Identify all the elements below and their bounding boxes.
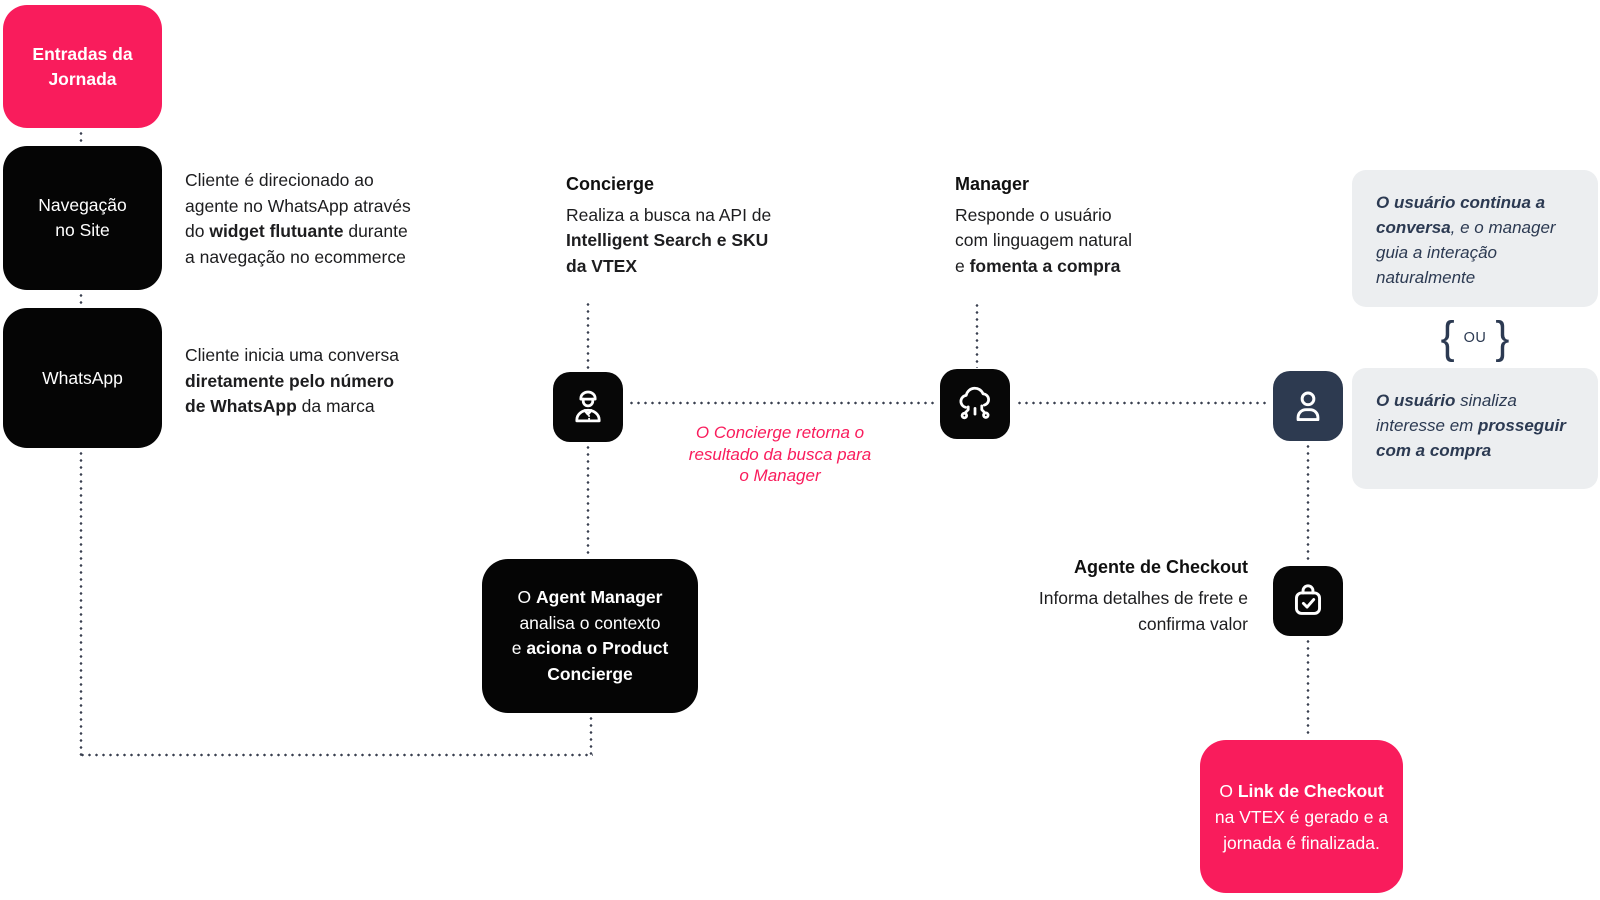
connector-whatsapp-down	[79, 450, 83, 756]
whatsapp-node: WhatsApp	[3, 308, 162, 448]
connector-concierge-to-manager	[628, 401, 934, 405]
connector-user-to-checkout	[1306, 443, 1310, 564]
or-divider: { OU }	[1415, 312, 1535, 364]
connector-entry-to-nav	[79, 130, 83, 145]
connector-up-to-agent-manager	[589, 715, 593, 755]
connector-nav-to-whatsapp	[79, 292, 83, 307]
concierge-agent-tile	[553, 372, 623, 442]
or-label: OU	[1463, 330, 1487, 346]
manager-agent-tile	[940, 369, 1010, 439]
person-icon	[1296, 391, 1320, 422]
connector-bottom-horizontal	[79, 753, 593, 757]
connector-manager-to-user	[1016, 401, 1267, 405]
manager-title: Manager	[955, 174, 1030, 194]
user-tile	[1273, 371, 1343, 441]
connector-checkout-to-link	[1306, 638, 1310, 738]
concierge-title: Concierge	[566, 174, 655, 194]
connector-concierge-label-to-icon	[586, 301, 590, 370]
connector-concierge-icon-to-agent-manager	[586, 444, 590, 558]
checkout-agent-label: Agente de Checkout Informa detalhes de f…	[948, 554, 1248, 637]
bellhop-icon	[575, 390, 601, 423]
close-brace: }	[1495, 312, 1510, 363]
bag-check-icon	[1294, 584, 1322, 615]
checkout-agent-title: Agente de Checkout	[1073, 557, 1248, 577]
connector-manager-label-to-icon	[975, 302, 979, 368]
open-brace: {	[1440, 312, 1455, 363]
checkout-agent-tile	[1273, 566, 1343, 636]
cloud-network-icon	[959, 386, 990, 420]
